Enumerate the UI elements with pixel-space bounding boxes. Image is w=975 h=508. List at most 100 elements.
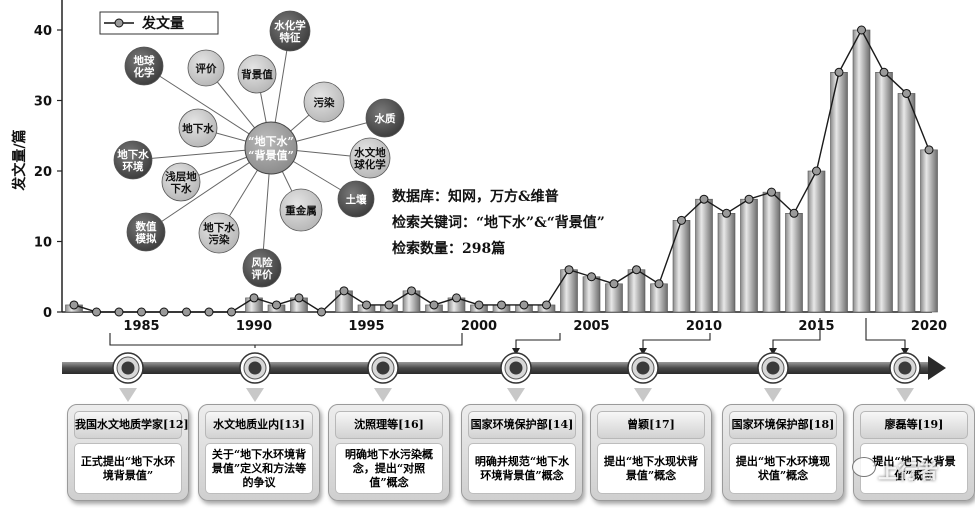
keyword-node bbox=[124, 46, 164, 86]
y-tick-label: 30 bbox=[34, 95, 52, 110]
keyword-label: 评价 bbox=[252, 268, 273, 281]
timeline-card-title: 沈照理等[16] bbox=[335, 411, 443, 439]
keyword-label: 化学 bbox=[134, 66, 155, 79]
keyword-label: 风险 bbox=[252, 256, 273, 269]
timeline-pointer bbox=[634, 388, 652, 402]
keyword-node bbox=[279, 188, 323, 232]
data-point bbox=[879, 67, 889, 77]
keyword-label: 地下水 bbox=[203, 221, 235, 234]
keyword-node bbox=[198, 212, 240, 254]
x-tick-label: 2005 bbox=[573, 319, 609, 334]
timeline-card: 沈照理等[16] 明确地下水污染概念，提出“对照值”概念 bbox=[328, 404, 450, 501]
data-point bbox=[362, 300, 371, 310]
bar bbox=[672, 220, 691, 313]
timeline-card-title: 曾颖[17] bbox=[597, 411, 705, 439]
keyword-label: 污染 bbox=[314, 96, 335, 109]
x-tick-label: 2020 bbox=[911, 319, 947, 334]
info-database: 数据库：知网，万方&维普 bbox=[392, 189, 559, 205]
wechat-icon bbox=[852, 457, 876, 477]
data-point bbox=[114, 307, 124, 317]
bar bbox=[852, 29, 871, 313]
bracket-1985-2000 bbox=[109, 333, 463, 346]
data-point bbox=[632, 265, 641, 275]
bracket-arrowhead bbox=[769, 348, 777, 355]
bar bbox=[875, 72, 893, 313]
bar bbox=[785, 213, 803, 313]
keyword-center-label: “背景值” bbox=[248, 148, 294, 162]
data-point bbox=[767, 187, 776, 197]
keyword-node bbox=[242, 248, 282, 288]
data-point bbox=[677, 215, 686, 225]
keyword-node bbox=[161, 162, 201, 202]
data-point bbox=[789, 208, 799, 218]
timeline-card-desc: 提出“地下水环境现状值”概念 bbox=[729, 443, 837, 494]
x-tick-label: 2000 bbox=[461, 319, 497, 334]
bracket-2020 bbox=[865, 318, 906, 352]
keyword-label: 地下水 bbox=[182, 122, 214, 135]
timeline-card-desc: 关于“地下水环境背景值”定义和方法等的争议 bbox=[205, 443, 313, 494]
timeline-card-title: 国家环境保护部[14] bbox=[468, 411, 576, 439]
data-point bbox=[699, 194, 709, 204]
data-point bbox=[564, 265, 574, 275]
keyword-label: 特征 bbox=[280, 31, 301, 44]
bracket-2015 bbox=[772, 318, 821, 352]
timeline-marker-dot bbox=[248, 361, 262, 375]
data-point bbox=[294, 293, 304, 303]
keyword-label: 数值 bbox=[135, 220, 157, 233]
keyword-node bbox=[113, 140, 153, 180]
bar bbox=[920, 149, 938, 313]
data-point bbox=[429, 300, 439, 310]
data-point bbox=[474, 300, 484, 310]
keyword-node bbox=[349, 137, 391, 179]
timeline-pointer bbox=[764, 388, 782, 402]
keyword-label: 水化学 bbox=[273, 19, 306, 32]
bracket-arrowhead bbox=[901, 348, 909, 355]
timeline-card: 国家环境保护部[18] 提出“地下水环境现状值”概念 bbox=[722, 404, 844, 501]
bar bbox=[807, 170, 826, 313]
keyword-map: 水化学特征污染水质水文地球化学土壤重金属风险评价地下水污染数值模拟浅层地下水地下… bbox=[113, 10, 405, 288]
data-point bbox=[902, 88, 911, 98]
keyword-node bbox=[337, 180, 375, 218]
keyword-node bbox=[237, 54, 277, 94]
data-point bbox=[924, 145, 934, 155]
timeline-card-title: 水文地质业内[13] bbox=[205, 411, 313, 439]
data-point bbox=[227, 307, 236, 317]
data-point bbox=[272, 300, 281, 310]
timeline-card-desc: 明确地下水污染概念，提出“对照值”概念 bbox=[335, 443, 443, 494]
timeline-card-desc: 正式提出“地下水环境背景值” bbox=[74, 443, 182, 494]
keyword-center-node bbox=[244, 121, 298, 175]
keyword-center-label: “地下水” bbox=[248, 134, 294, 148]
keyword-label: 背景值 bbox=[241, 68, 273, 81]
legend-box bbox=[99, 11, 219, 35]
timeline-marker-dot bbox=[766, 361, 780, 375]
timeline bbox=[62, 318, 946, 402]
data-point bbox=[92, 307, 101, 317]
timeline-card: 国家环境保护部[14] 明确并规范“地下水环境背景值”概念 bbox=[461, 404, 583, 501]
timeline-card: 我国水文地质学家[12]正式提出“地下水环境背景值” bbox=[67, 404, 189, 501]
keyword-label: 水质 bbox=[374, 112, 396, 125]
keyword-label: 重金属 bbox=[285, 204, 317, 217]
keyword-label: 下水 bbox=[171, 182, 192, 195]
keyword-label: 评价 bbox=[196, 62, 217, 75]
keyword-node bbox=[178, 108, 218, 148]
timeline-marker-dot bbox=[509, 361, 523, 375]
timeline-pointer bbox=[507, 388, 525, 402]
timeline-pointer bbox=[896, 388, 914, 402]
info-count: 检索数量：298篇 bbox=[392, 241, 506, 257]
bar bbox=[560, 269, 578, 313]
bracket-2010 bbox=[642, 333, 711, 352]
timeline-card-desc: 提出“地下水背景值”概念 bbox=[860, 443, 968, 494]
legend-label: 发文量 bbox=[141, 15, 184, 32]
timeline-card-title: 国家环境保护部[18] bbox=[729, 411, 837, 439]
timeline-marker-dot bbox=[636, 361, 650, 375]
keyword-label: 球化学 bbox=[354, 158, 386, 171]
timeline-card-desc: 明确并规范“地下水环境背景值”概念 bbox=[468, 443, 576, 494]
data-point bbox=[182, 307, 191, 317]
watermark: 上行者 bbox=[878, 459, 938, 483]
data-point bbox=[69, 300, 79, 310]
y-tick-label: 0 bbox=[43, 306, 52, 321]
keyword-label: 地球 bbox=[134, 54, 155, 67]
timeline-card-desc: 提出“地下水现状背景值”概念 bbox=[597, 443, 705, 494]
keyword-label: 浅层地 bbox=[165, 170, 197, 183]
